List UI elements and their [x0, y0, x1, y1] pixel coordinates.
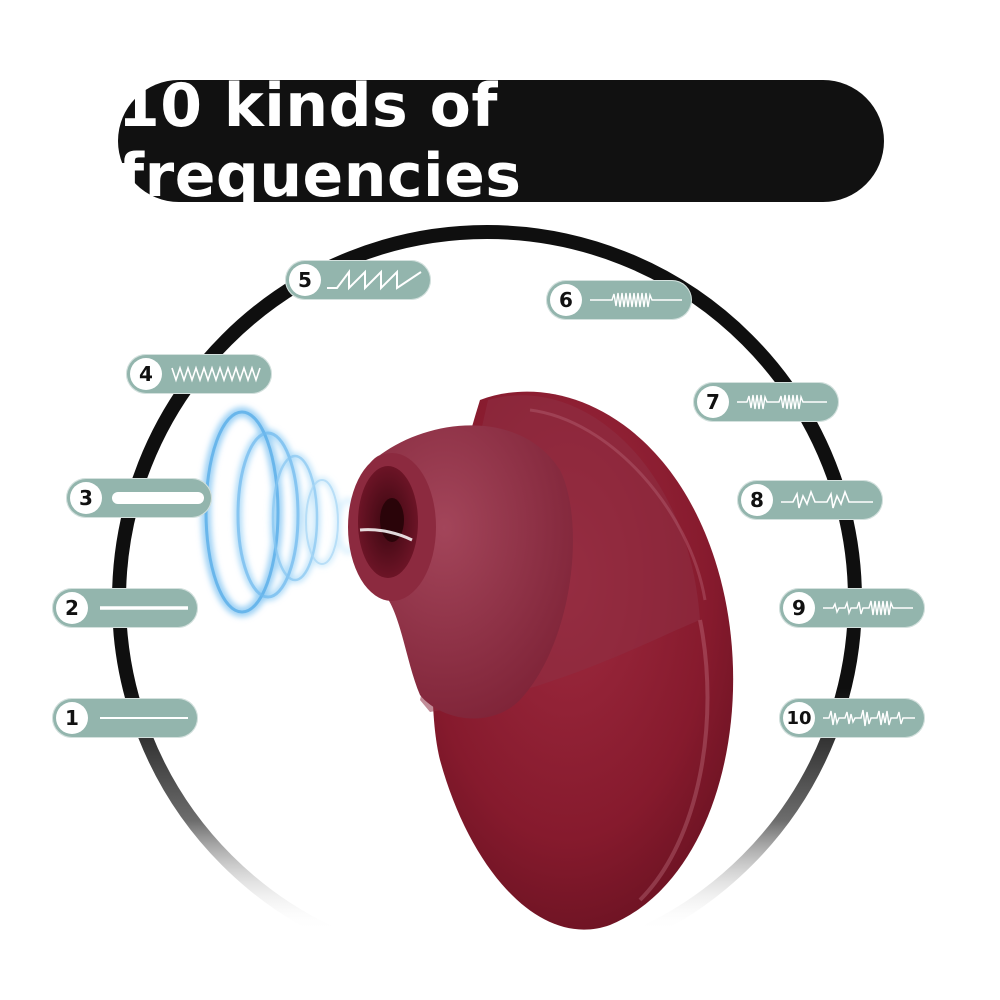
flat-line-thick-wave-icon — [100, 606, 188, 610]
mode-5: 5 — [285, 260, 431, 300]
dense-zigzag-wave-icon — [171, 365, 261, 383]
air-pulse-waves-sharp — [204, 410, 339, 614]
mode-10: 10 — [779, 698, 925, 738]
mode-number: 6 — [550, 284, 582, 316]
mode-number: 2 — [56, 592, 88, 624]
mode-4: 4 — [126, 354, 272, 394]
mode-2: 2 — [52, 588, 198, 628]
mode-number: 5 — [289, 264, 321, 296]
mode-number: 10 — [783, 702, 815, 734]
mode-3: 3 — [66, 478, 212, 518]
random-burst-wave-icon — [823, 709, 915, 727]
mode-number: 1 — [56, 702, 88, 734]
title-banner: 10 kinds of frequencies — [118, 71, 884, 211]
mode-8: 8 — [737, 480, 883, 520]
product-device — [348, 391, 734, 930]
solid-bar-wave-icon — [112, 492, 204, 504]
mode-number: 7 — [697, 386, 729, 418]
sawtooth-wave-icon — [327, 269, 422, 291]
mode-number: 4 — [130, 358, 162, 390]
double-burst-wave-icon — [737, 394, 827, 410]
burst-wave-icon — [590, 292, 682, 308]
mode-7: 7 — [693, 382, 839, 422]
mode-6: 6 — [546, 280, 692, 320]
mode-number: 8 — [741, 484, 773, 516]
flat-line-wave-icon — [100, 717, 188, 719]
mode-1: 1 — [52, 698, 198, 738]
mode-number: 3 — [70, 482, 102, 514]
escalating-burst-wave-icon — [823, 600, 913, 616]
pulse-peaks-wave-icon — [781, 489, 873, 509]
mode-number: 9 — [783, 592, 815, 624]
mode-9: 9 — [779, 588, 925, 628]
page-title: 10 kinds of frequencies — [118, 71, 522, 211]
